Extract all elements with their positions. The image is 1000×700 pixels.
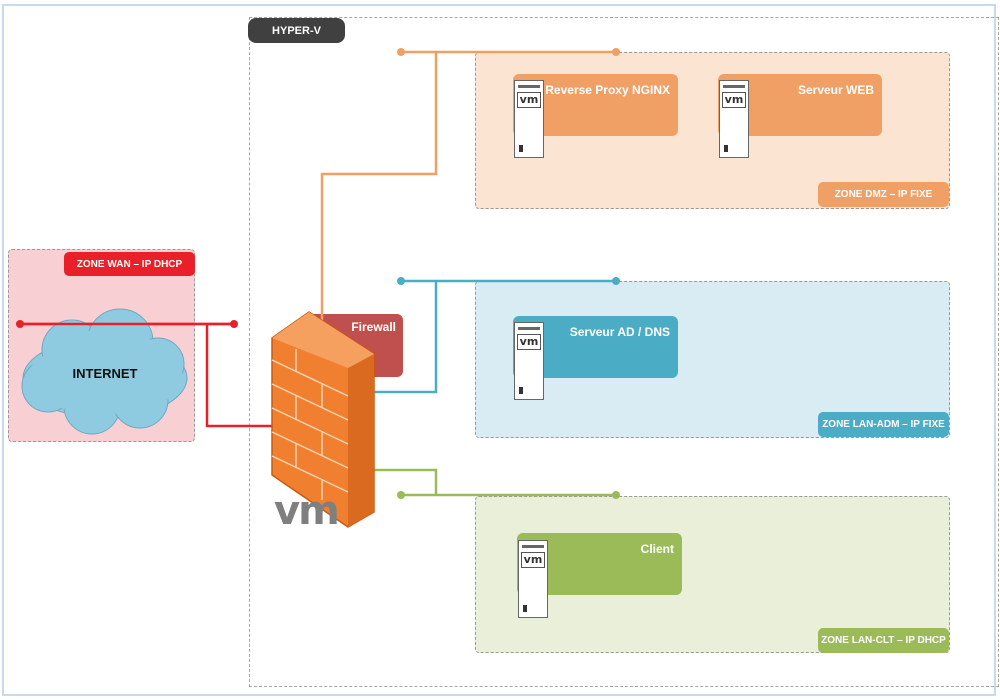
dmz-connector-dot bbox=[397, 48, 405, 56]
zone-lan-adm-label: ZONE LAN-ADM – IP FIXE bbox=[818, 412, 949, 437]
internet-label: INTERNET bbox=[72, 366, 138, 381]
lan-adm-connector-dot bbox=[612, 277, 620, 285]
lan-adm-connector-dot bbox=[397, 277, 405, 285]
dmz-connection bbox=[320, 50, 616, 320]
firewall-brick-wall-icon bbox=[271, 311, 375, 528]
zone-dmz-label: ZONE DMZ – IP FIXE bbox=[818, 182, 949, 207]
firewall-label: Firewall bbox=[351, 320, 396, 334]
dmz-connector-dot bbox=[612, 48, 620, 56]
lan-clt-connector-dot bbox=[397, 491, 405, 499]
lan-clt-connection bbox=[374, 468, 616, 497]
zone-wan-label: ZONE WAN – IP DHCP bbox=[64, 252, 195, 276]
lan-clt-connector-dot bbox=[612, 491, 620, 499]
client-icon: vm bbox=[518, 540, 548, 618]
client-vm-text: vm bbox=[521, 552, 545, 568]
server-ad-dns-icon: vm bbox=[514, 322, 544, 400]
server-web-label: Serveur WEB bbox=[797, 83, 874, 97]
server-ad-dns-label: Serveur AD / DNS bbox=[569, 325, 670, 339]
server-web-icon: vm bbox=[719, 80, 749, 158]
server-nginx-label: Reverse Proxy NGINX bbox=[545, 83, 670, 97]
hyperv-container bbox=[249, 17, 999, 687]
client-label: Client bbox=[640, 542, 674, 556]
lan-adm-connection bbox=[374, 279, 616, 394]
hyperv-label: HYPER-V bbox=[248, 18, 345, 43]
server-ad-dns-vm-text: vm bbox=[517, 334, 541, 350]
server-web-vm-text: vm bbox=[722, 92, 746, 108]
server-nginx-vm-text: vm bbox=[517, 92, 541, 108]
vmware-logo: vm bbox=[274, 488, 340, 534]
zone-lan-clt-label: ZONE LAN-CLT – IP DHCP bbox=[818, 628, 949, 653]
diagram-frame bbox=[2, 4, 996, 696]
server-nginx-icon: vm bbox=[514, 80, 544, 158]
